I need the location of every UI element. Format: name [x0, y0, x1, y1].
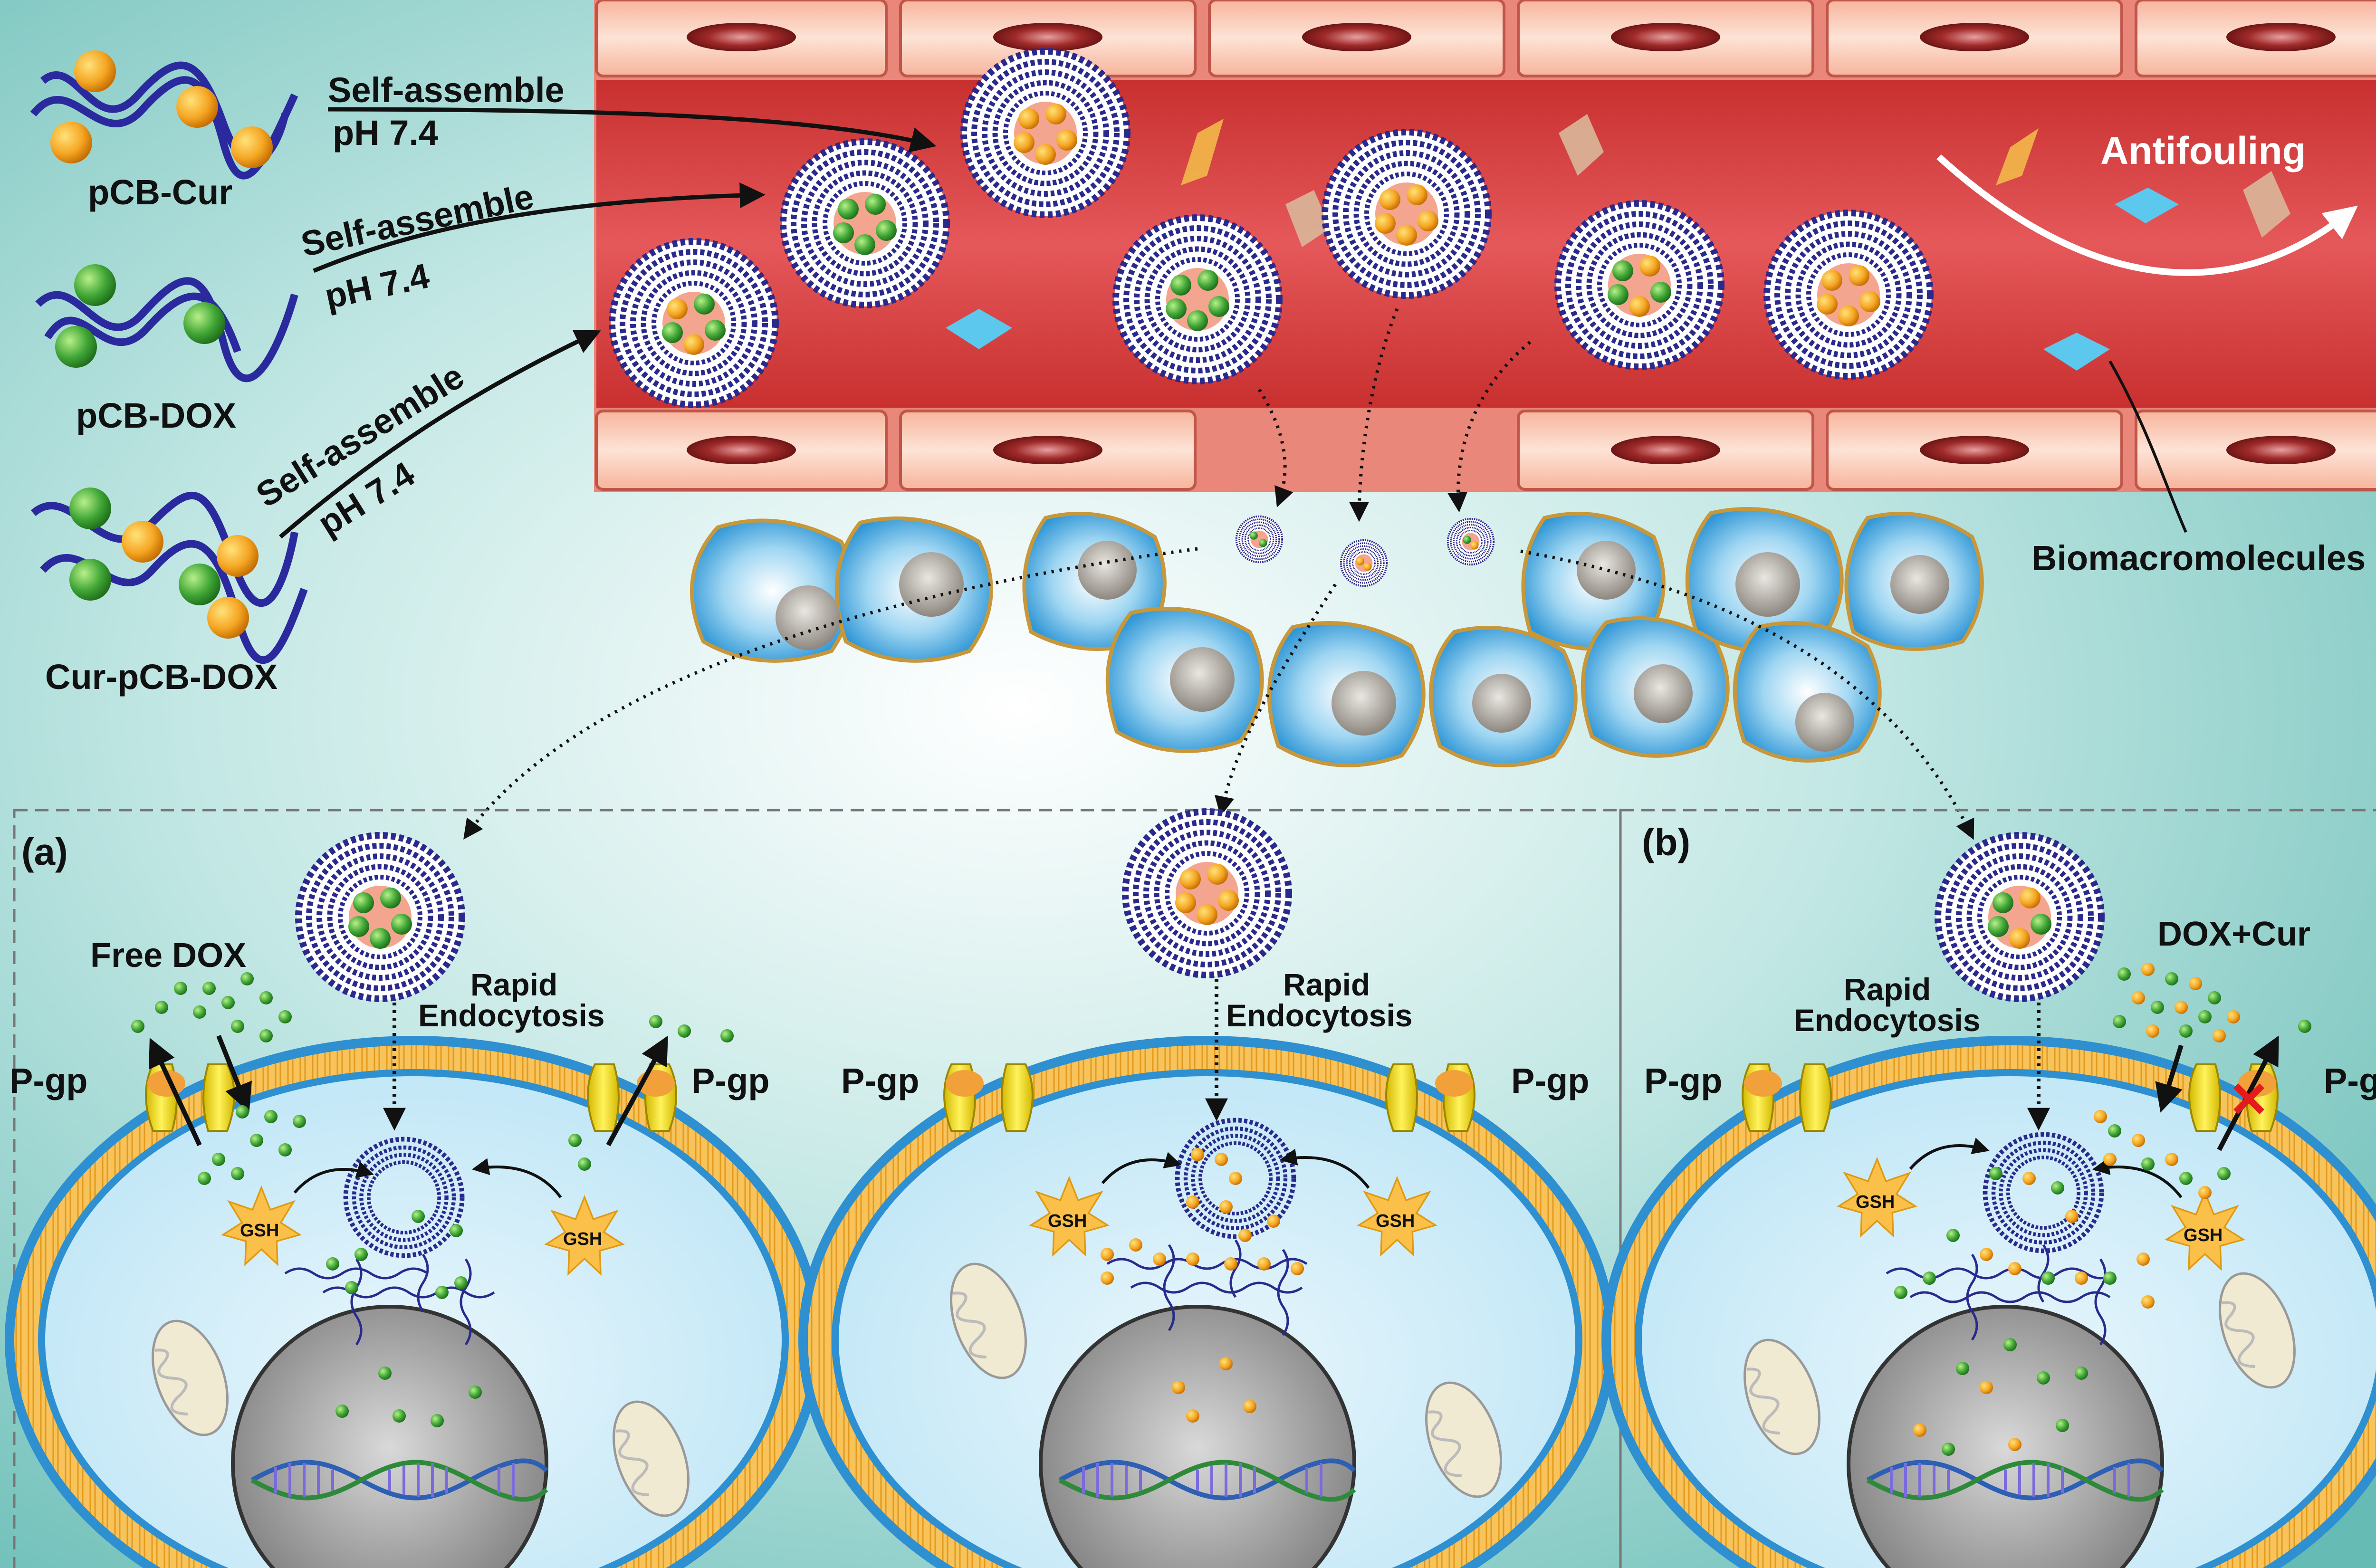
biomacromolecules-label: Biomacromolecules	[2031, 538, 2366, 578]
micelle-vessel-7	[1765, 211, 1932, 378]
endocytosis-label-b-1: Rapid	[1844, 972, 1931, 1007]
gsh-label-a1: GSH	[240, 1221, 279, 1241]
panel-a-cell: GSH GSH Free DOX Rapid	[5, 834, 822, 1568]
endocytosis-label-m-1: Rapid	[1283, 967, 1370, 1002]
gsh-label-b1: GSH	[1856, 1192, 1895, 1212]
polymer-label-pcb-dox: pCB-DOX	[76, 396, 236, 435]
panel-b-cell: GSH GSH DOX+Cur	[1601, 834, 2376, 1568]
micelle-vessel-5	[1323, 131, 1490, 297]
gsh-label-a2: GSH	[563, 1229, 602, 1249]
polymer-pcb-cur: pCB-Cur	[30, 50, 298, 212]
endocytosis-label-b-2: Endocytosis	[1794, 1003, 1980, 1038]
pgp-label-b-left: P-gp	[1644, 1061, 1722, 1100]
panel-frames	[13, 809, 2376, 1568]
pgp-label-m-right: P-gp	[1511, 1061, 1589, 1100]
panel-tag-b: (b)	[1642, 821, 1690, 863]
gsh-label-m2: GSH	[1376, 1211, 1415, 1231]
gsh-label-m1: GSH	[1048, 1211, 1087, 1231]
micelle-vessel-4	[1114, 216, 1281, 382]
micelle-vessel-6	[1556, 202, 1723, 368]
panel-middle-cell: GSH GSH Rapid Endocytosis P-gp P-gp	[798, 810, 1616, 1568]
pgp-label-m-left: P-gp	[841, 1061, 919, 1100]
pgp-label-b-right: P-gp	[2324, 1061, 2376, 1100]
blood-vessel: Antifouling	[594, 0, 2376, 492]
tumor-tissue	[690, 507, 1984, 767]
free-drug-label-b: DOX+Cur	[2157, 915, 2310, 953]
micelle-vessel-1	[611, 240, 777, 406]
endocytosis-label-a-2: Endocytosis	[418, 998, 604, 1033]
pgp-label-a-left: P-gp	[10, 1061, 87, 1100]
endothelial-row-top	[595, 0, 2376, 77]
polymer-label-pcb-cur: pCB-Cur	[88, 172, 232, 212]
free-drug-label-a: Free DOX	[90, 937, 246, 975]
biomacromolecules	[946, 114, 2290, 371]
assembly-label-bottom-1: pH 7.4	[333, 113, 438, 153]
antifouling-label: Antifouling	[2100, 129, 2306, 172]
extravasation-arrows	[463, 308, 1974, 840]
micelle-vessel-3	[962, 50, 1129, 216]
assembly-label-top-1: Self-assemble	[328, 70, 565, 110]
polymer-label-cur-pcb-dox: Cur-pCB-DOX	[45, 657, 278, 697]
panel-tag-a: (a)	[21, 831, 68, 873]
pgp-label-a-right: P-gp	[691, 1061, 769, 1100]
polymer-cur-pcb-dox: Cur-pCB-DOX	[30, 488, 308, 697]
micelle-vessel-2	[782, 140, 948, 306]
assembly-arrow-1: Self-assemble pH 7.4	[327, 70, 937, 153]
biomacromolecules-pointer	[2108, 360, 2187, 533]
polymer-pcb-dox: pCB-DOX	[35, 264, 298, 435]
endocytosis-label-a-1: Rapid	[470, 967, 557, 1002]
antifouling-arrow	[1936, 154, 2358, 276]
gsh-label-b2: GSH	[2184, 1225, 2223, 1245]
endothelial-row-bottom	[595, 410, 2376, 491]
blocked-efflux-icon	[2233, 1083, 2264, 1114]
endocytosis-label-m-2: Endocytosis	[1226, 998, 1412, 1033]
